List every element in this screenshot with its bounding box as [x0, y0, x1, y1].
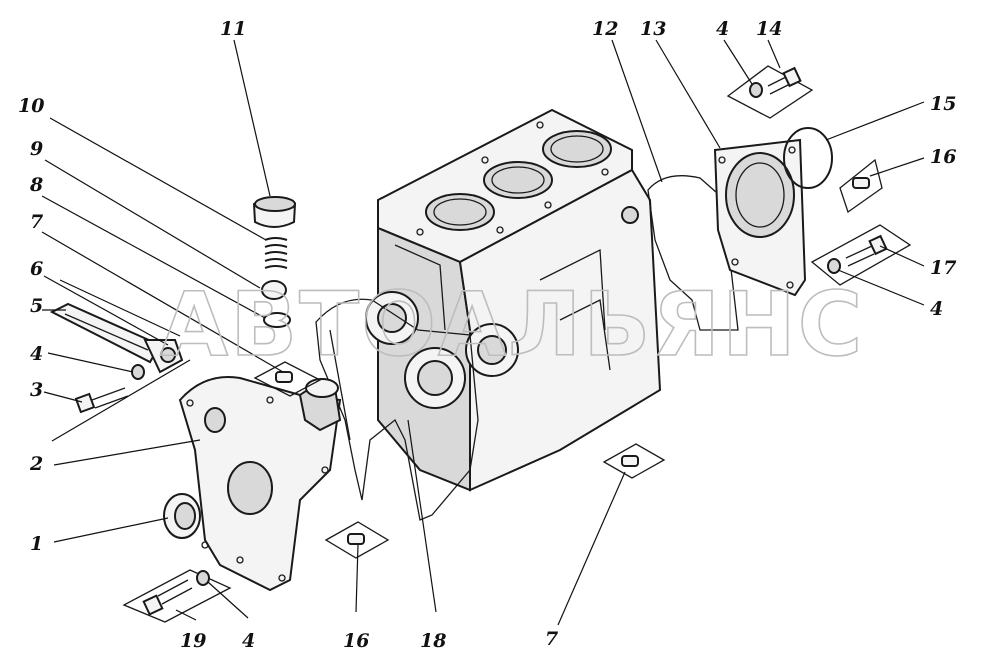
callout-6: 6: [30, 258, 43, 280]
front-gasket: [315, 298, 479, 521]
dowel-bushing-right: [602, 443, 666, 479]
leader-lines: [41, 39, 925, 626]
cover-bolt: [122, 569, 232, 623]
callout-10: 10: [18, 95, 44, 117]
callout-13: 13: [640, 18, 666, 40]
callout-4: 4: [716, 18, 729, 40]
callout-12: 12: [592, 18, 618, 40]
bolt: [74, 364, 145, 414]
valve-plug: [261, 280, 287, 300]
callout-11: 11: [220, 18, 246, 40]
oil-filler-cap: [252, 196, 297, 228]
callout-9: 9: [30, 138, 43, 160]
cylinder-block: [365, 108, 662, 492]
callout-8: 8: [29, 174, 43, 196]
callout-7: 7: [30, 211, 43, 233]
spring: [264, 237, 288, 269]
rear-bolt-bottom: [810, 224, 912, 286]
callout-16: 16: [930, 146, 956, 168]
timing-gear-cover: [178, 376, 342, 592]
crankshaft-seal: [163, 493, 201, 539]
callout-16: 16: [343, 630, 369, 652]
callout-4: 4: [242, 630, 255, 652]
o-ring: [783, 127, 833, 189]
callout-7: 7: [545, 628, 558, 650]
callout-4: 4: [930, 298, 943, 320]
callout-15: 15: [930, 93, 956, 115]
rear-gasket: [647, 175, 739, 331]
sealing-ring: [263, 312, 291, 328]
callout-4: 4: [30, 343, 43, 365]
callout-19: 19: [180, 630, 206, 652]
dowel-bushing-rear: [839, 158, 883, 214]
rear-cover-plate: [713, 138, 807, 297]
callout-5: 5: [30, 295, 43, 317]
dowel-bushing-front: [324, 521, 390, 559]
tension-strap: [49, 302, 184, 374]
callout-2: 2: [29, 453, 43, 475]
callout-14: 14: [756, 18, 782, 40]
watermark-text: АВТОАЛЬЯНС: [160, 273, 864, 376]
callout-17: 17: [930, 257, 956, 279]
callout-3: 3: [30, 379, 43, 401]
rear-bolt-top: [726, 65, 814, 119]
callout-18: 18: [420, 630, 446, 652]
callout-1: 1: [30, 533, 43, 555]
